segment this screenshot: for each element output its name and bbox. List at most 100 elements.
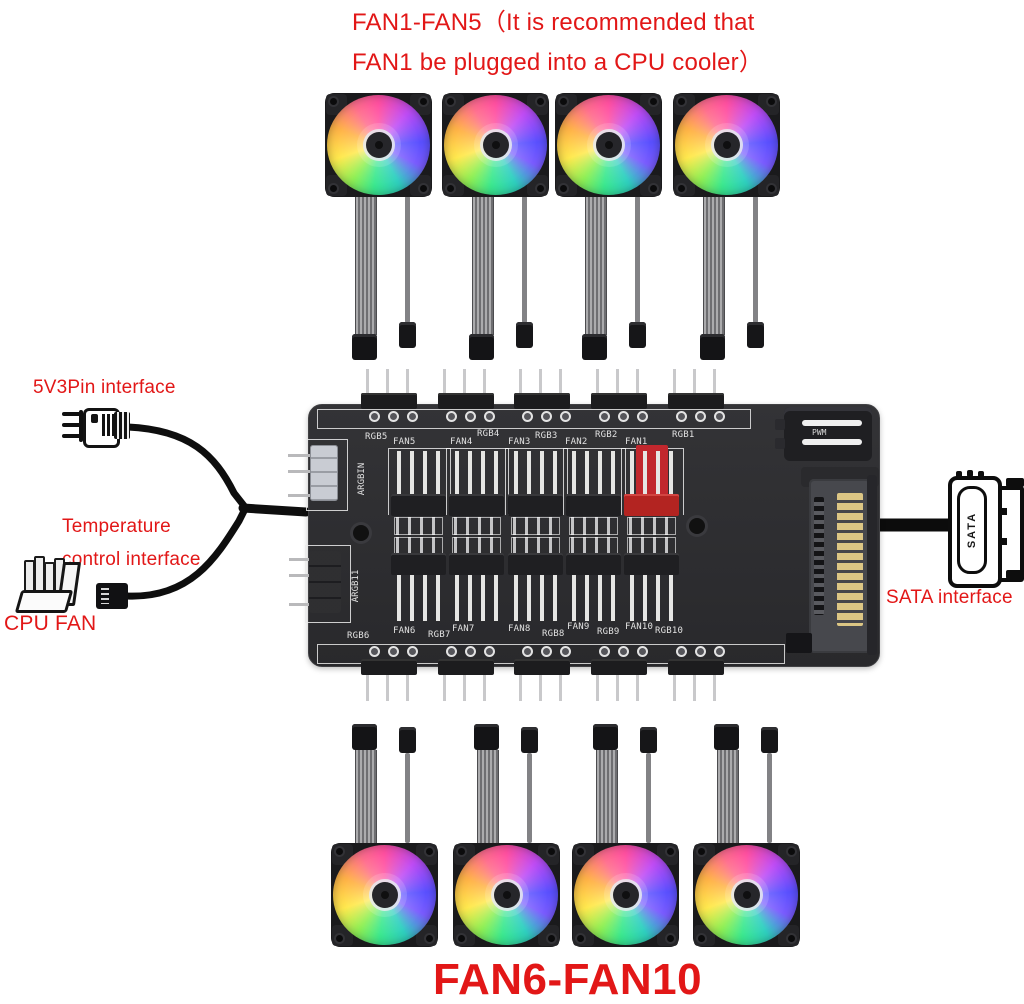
fan-rgb-wire	[753, 196, 758, 323]
fan-header	[566, 553, 621, 575]
fan-hub	[493, 882, 520, 908]
fan-hub	[595, 132, 622, 158]
temperature-connector-icon	[96, 583, 128, 609]
port-label: FAN9	[567, 622, 590, 632]
fan-header-pins	[630, 575, 673, 621]
fan-rgb-wire	[522, 196, 527, 323]
fan-header-pins	[572, 575, 615, 621]
port-label: FAN7	[452, 624, 475, 634]
label-temperature-1: Temperature	[62, 516, 171, 537]
fan-ribbon-cable	[717, 750, 739, 843]
fan-rgb-wire	[527, 753, 532, 843]
rgb-fan	[331, 843, 438, 947]
fan-rgb-wire	[767, 753, 772, 843]
port-label: FAN1	[625, 437, 648, 447]
title-line-1: FAN1-FAN5（It is recommended that	[352, 9, 755, 36]
ribbon-connector	[469, 334, 494, 360]
fan-hub	[713, 132, 740, 158]
fan-header	[449, 553, 504, 575]
port-label: FAN2	[565, 437, 588, 447]
fan-unit-4	[673, 93, 780, 360]
fan-header-pins	[514, 575, 557, 621]
rgb-fan	[673, 93, 780, 197]
fan-hub-pcb: RGB5 FAN5 FAN4 RGB4 FAN3 RGB3 FAN2 RGB2 …	[288, 369, 880, 701]
fan-header	[624, 553, 679, 575]
rgb-header	[591, 659, 647, 675]
rgb-header	[668, 659, 724, 675]
rgb-header-pins	[443, 675, 489, 701]
rgb-fan	[453, 843, 560, 947]
fan-ribbon-cable	[477, 750, 499, 843]
rgb-header-pins	[673, 369, 719, 393]
port-label: RGB7	[428, 630, 451, 640]
screw-hole	[689, 518, 705, 534]
fan-ribbon-cable	[472, 196, 494, 335]
fan-unit-6	[331, 724, 438, 947]
port-label: RGB9	[597, 627, 620, 637]
fan-unit-7	[453, 724, 560, 947]
fan-header-pins	[397, 451, 440, 498]
rgb-wire-connector	[516, 322, 533, 348]
rgb-wire-connector	[399, 322, 416, 348]
fan-ribbon-cable	[355, 750, 377, 843]
port-label: FAN10	[625, 622, 654, 632]
fan-header-pins	[455, 575, 498, 621]
fan-header-pins	[572, 451, 615, 498]
rgb-header-pins	[366, 675, 412, 701]
fan-hub	[365, 132, 392, 158]
rgb-wire-connector	[629, 322, 646, 348]
port-label: FAN8	[508, 624, 531, 634]
sata-gold-contacts	[837, 493, 863, 626]
fan-ribbon-cable	[703, 196, 725, 335]
port-label: RGB10	[655, 626, 684, 636]
fan-unit-9	[693, 724, 800, 947]
rgb-header-pins	[519, 675, 565, 701]
rgb-fan	[555, 93, 662, 197]
pwm-label: PWM	[812, 428, 827, 437]
fan-unit-3	[555, 93, 662, 360]
rgb-wire-connector	[640, 727, 657, 753]
fan-rgb-wire	[405, 753, 410, 843]
ribbon-connector	[582, 334, 607, 360]
ribbon-connector	[593, 724, 618, 750]
fan-header	[449, 494, 504, 516]
fan-rgb-wire	[635, 196, 640, 323]
fan-hub	[371, 882, 398, 908]
rgb-fan	[693, 843, 800, 947]
sata-icon-text: SATA	[966, 511, 978, 549]
ribbon-connector	[700, 334, 725, 360]
rgb-header	[438, 393, 494, 409]
pwm-connector: PWM	[775, 407, 872, 461]
port-label: FAN4	[450, 437, 473, 447]
fan-unit-8	[572, 724, 679, 947]
cable-merged	[238, 503, 311, 517]
rgb-header-pins	[519, 369, 565, 393]
rgb-header	[668, 393, 724, 409]
fan-rgb-wire	[405, 196, 410, 323]
rgb-header-pins	[673, 675, 719, 701]
rgb-fan	[442, 93, 549, 197]
ribbon-connector	[352, 724, 377, 750]
fan-header-pins	[630, 451, 673, 498]
label-5v3pin-interface: 5V3Pin interface	[33, 377, 176, 398]
silkscreen-strip-top	[317, 409, 751, 429]
fan-header	[566, 494, 621, 516]
5v3pin-connector-icon	[62, 408, 132, 448]
port-label: FAN5	[393, 437, 416, 447]
fan-ribbon-cable	[596, 750, 618, 843]
fan-header	[508, 553, 563, 575]
fan-header	[391, 494, 446, 516]
port-label: RGB2	[595, 430, 618, 440]
ribbon-connector	[474, 724, 499, 750]
screw-hole	[353, 525, 369, 541]
fan-hub	[612, 882, 639, 908]
fan-ribbon-cable	[355, 196, 377, 335]
rgb-header-pins	[596, 675, 642, 701]
rgb-wire-connector	[761, 727, 778, 753]
rgb-header	[361, 393, 417, 409]
port-label: RGB1	[672, 430, 695, 440]
fan-unit-2	[442, 93, 549, 360]
rgb-fan	[572, 843, 679, 947]
rgb-header-pins	[366, 369, 412, 393]
